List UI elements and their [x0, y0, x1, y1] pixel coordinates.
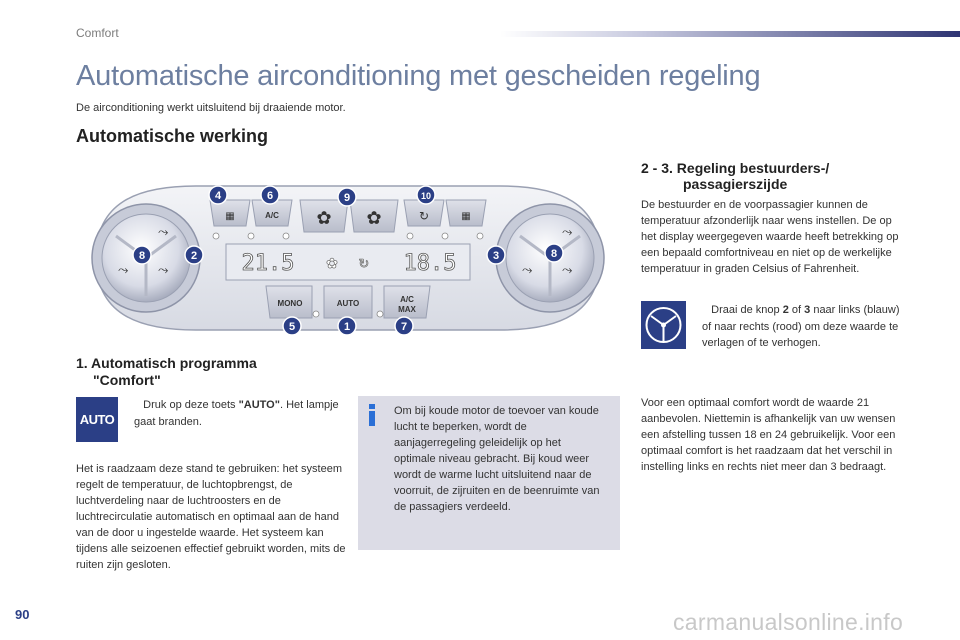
svg-text:✿: ✿	[316, 208, 331, 229]
dual-zone-step-text: Draai de knop 2 of 3 naar links (blauw) …	[702, 304, 900, 349]
auto-program-heading: 1. Automatisch programma "Comfort"	[76, 355, 257, 389]
svg-text:⤳: ⤳	[118, 263, 129, 278]
svg-text:1: 1	[344, 321, 350, 333]
svg-text:MAX: MAX	[398, 305, 416, 314]
intro-text: De airconditioning werkt uitsluitend bij…	[76, 102, 346, 114]
svg-text:▦: ▦	[225, 211, 234, 222]
auto-step-text: Druk op deze toets "AUTO". Het lampje ga…	[134, 399, 339, 428]
auto-recommendation: Het is raadzaam deze stand te gebruiken:…	[76, 463, 346, 571]
panel-illustration: ▦ A/C ✿ ✿ ↻ ▦ 21.5 ✿ ↻ 18.5 MONO AUTO A/…	[91, 185, 605, 336]
comfort-advice: Voor een optimaal comfort wordt de waard…	[641, 397, 896, 473]
svg-text:9: 9	[344, 192, 350, 204]
svg-text:8: 8	[551, 248, 557, 260]
svg-text:✿: ✿	[366, 208, 381, 229]
svg-text:↻: ↻	[419, 209, 429, 223]
svg-text:⤳: ⤳	[158, 263, 169, 278]
section-label: Comfort	[76, 26, 119, 40]
climate-control-panel: ▦ A/C ✿ ✿ ↻ ▦ 21.5 ✿ ↻ 18.5 MONO AUTO A/…	[76, 178, 620, 338]
section-heading: Automatische werking	[76, 126, 269, 146]
page-title: Automatische airconditioning met geschei…	[76, 60, 761, 92]
svg-text:3: 3	[493, 250, 499, 262]
info-note: Om bij koude motor de toevoer van koude …	[358, 396, 620, 550]
svg-text:2: 2	[191, 250, 197, 262]
watermark: carmanualsonline.info	[673, 609, 904, 635]
dual-zone-heading: 2 - 3. Regeling bestuurders-/ passagiers…	[641, 160, 829, 192]
svg-text:7: 7	[401, 321, 407, 333]
svg-text:A/C: A/C	[265, 211, 279, 220]
svg-text:↻: ↻	[359, 257, 370, 272]
svg-text:AUTO: AUTO	[337, 299, 360, 308]
svg-text:✿: ✿	[326, 256, 338, 272]
svg-text:MONO: MONO	[278, 299, 303, 308]
svg-text:⤳: ⤳	[158, 225, 169, 240]
page-number: 90	[15, 607, 30, 622]
svg-text:⤳: ⤳	[562, 225, 573, 240]
heading-line-1: 1. Automatisch programma	[76, 355, 257, 371]
svg-text:8: 8	[139, 250, 145, 262]
svg-text:⤳: ⤳	[562, 263, 573, 278]
svg-text:6: 6	[267, 190, 273, 202]
info-note-text: Om bij koude motor de toevoer van koude …	[394, 405, 600, 513]
svg-text:18.5: 18.5	[404, 251, 457, 276]
svg-text:A/C: A/C	[400, 295, 414, 304]
heading-line-1: 2 - 3. Regeling bestuurders-/	[641, 160, 830, 176]
heading-line-2: "Comfort"	[93, 372, 161, 388]
info-icon	[369, 404, 375, 426]
svg-text:21.5: 21.5	[242, 251, 295, 276]
svg-text:4: 4	[215, 190, 222, 202]
svg-text:▦: ▦	[461, 211, 470, 222]
svg-text:⤳: ⤳	[522, 263, 533, 278]
header-bar	[500, 31, 960, 37]
svg-text:10: 10	[421, 191, 431, 201]
temperature-knob-icon	[641, 301, 686, 349]
svg-text:5: 5	[289, 321, 295, 333]
heading-line-2: passagierszijde	[683, 176, 788, 192]
auto-button-image: AUTO	[76, 397, 118, 442]
dual-zone-description: De bestuurder en de voorpassagier kunnen…	[641, 199, 899, 275]
